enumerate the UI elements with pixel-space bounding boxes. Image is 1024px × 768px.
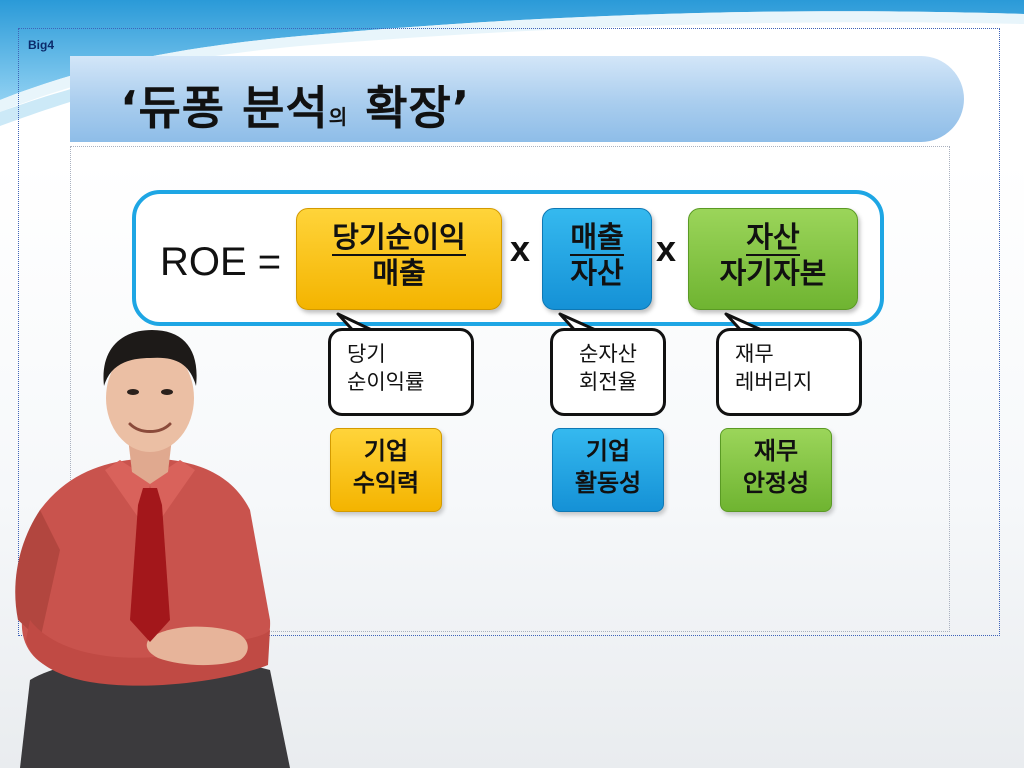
title-part-a: ‘듀퐁 분석 [120, 81, 329, 135]
content-frame [70, 146, 950, 632]
times-sign-1: x [510, 228, 531, 269]
ratio-3-line2: 레버리지 [735, 370, 813, 394]
ratio-1-line1: 당기 [347, 342, 386, 366]
factor-1-numerator: 당기순이익 [332, 220, 466, 256]
category-activity: 기업 활동성 [552, 428, 664, 512]
ratio-bubble-net-margin: 당기 순이익률 [328, 328, 474, 416]
factor-sales-over-assets: 매출 자산 [542, 208, 652, 310]
factor-2-denominator: 자산 [570, 256, 624, 290]
category-2-line2: 활동성 [574, 469, 642, 497]
title-bar [70, 56, 964, 142]
ratio-bubble-leverage: 재무 레버리지 [716, 328, 862, 416]
category-1-line1: 기업 [363, 437, 409, 465]
ratio-3-line1: 재무 [735, 342, 774, 366]
factor-1-denominator: 매출 [372, 256, 426, 290]
ratio-1-line2: 순이익률 [347, 370, 425, 394]
factor-3-numerator: 자산 [746, 220, 800, 256]
times-sign-2: x [656, 228, 677, 269]
category-stability: 재무 안정성 [720, 428, 832, 512]
ratio-2-line2: 회전율 [579, 370, 637, 394]
category-1-line2: 수익력 [352, 469, 420, 497]
presenter-photo [15, 330, 290, 768]
factor-net-income-over-sales: 당기순이익 매출 [296, 208, 502, 310]
category-3-line2: 안정성 [742, 469, 810, 497]
slide-title: ‘듀퐁 분석의 확장’ [120, 72, 470, 138]
category-3-line1: 재무 [753, 437, 799, 465]
factor-3-denominator: 자기자본 [719, 256, 827, 290]
ratio-2-line1: 순자산 [579, 342, 637, 366]
brand-label: Big4 [28, 38, 55, 52]
category-2-line1: 기업 [585, 437, 631, 465]
factor-assets-over-equity: 자산 자기자본 [688, 208, 858, 310]
roe-label: ROE = [160, 240, 282, 284]
category-profitability: 기업 수익력 [330, 428, 442, 512]
ratio-bubble-asset-turnover: 순자산 회전율 [550, 328, 666, 416]
outer-frame [18, 28, 1000, 636]
title-particle: 의 [328, 105, 349, 129]
title-part-b: 확장’ [348, 81, 471, 135]
factor-2-numerator: 매출 [570, 220, 624, 256]
